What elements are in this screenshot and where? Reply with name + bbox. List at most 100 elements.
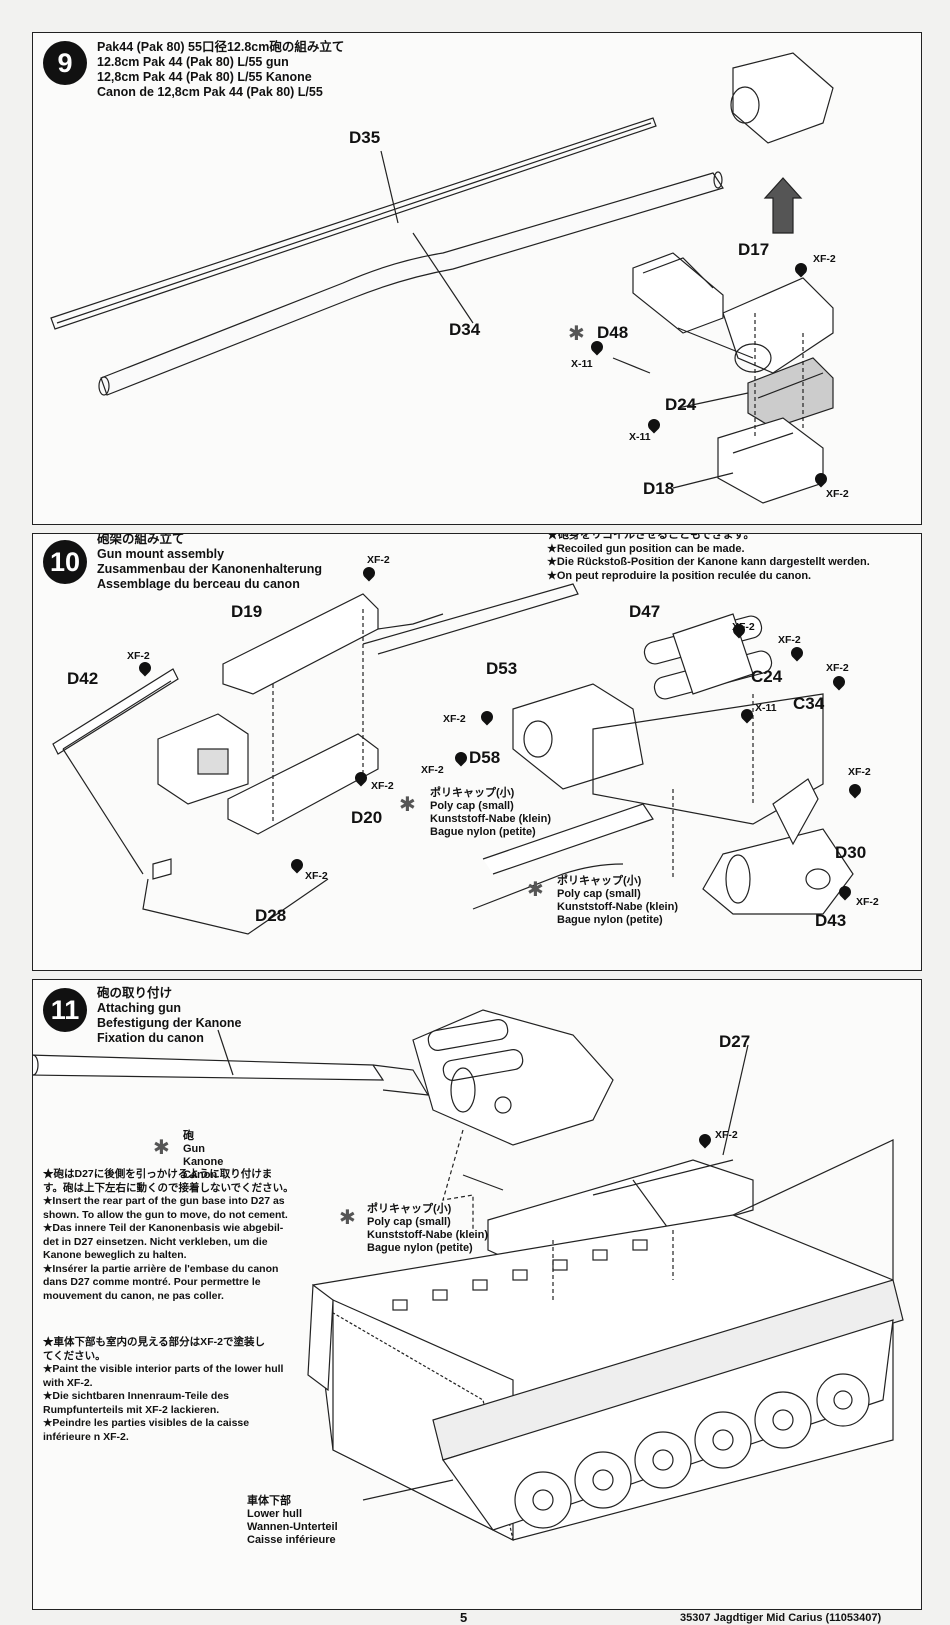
paint-code: XF-2 xyxy=(826,662,849,674)
paint-code: XF-2 xyxy=(127,650,150,662)
paint-code: XF-2 xyxy=(848,766,871,778)
gun-callout: 砲 Gun Kanone Canon xyxy=(183,1130,223,1182)
note-line: ★Die sichtbaren Innenraum-Teile des xyxy=(43,1390,230,1402)
polycap-ja: ポリキャップ(小) xyxy=(557,875,642,887)
lower-hull-callout: 車体下部 Lower hull Wannen-Unterteil Caisse … xyxy=(247,1495,338,1547)
gun-en: Gun xyxy=(183,1143,205,1155)
paint-code: XF-2 xyxy=(826,488,849,500)
part-label-d53: D53 xyxy=(486,659,518,678)
part-label-c24: C24 xyxy=(751,667,783,686)
lower-hull-de: Wannen-Unterteil xyxy=(247,1521,338,1533)
polycap-de: Kunststoff-Nabe (klein) xyxy=(367,1229,488,1241)
note-line: ★砲はD27に後側を引っかけるように取り付けま xyxy=(43,1168,273,1180)
step-11-hull-drawing xyxy=(33,1009,904,1541)
title-ja: 砲架の組み立て xyxy=(97,533,185,546)
part-label-d27: D27 xyxy=(719,1032,751,1051)
title-ja: 砲の取り付け xyxy=(97,986,173,1000)
step-10-panel: 10 砲架の組み立て Gun mount assembly Zusammenba… xyxy=(32,533,922,971)
paint-code: X-11 xyxy=(629,431,651,443)
part-label-d58: D58 xyxy=(469,748,501,767)
cement-icon: ✱ xyxy=(527,877,544,901)
step-10-gun-mount-drawing xyxy=(52,583,854,935)
note-line: す。砲は上下左右に動くので接着しないでください。 xyxy=(43,1181,294,1194)
polycap-de: Kunststoff-Nabe (klein) xyxy=(430,813,551,825)
polycap-callout: ポリキャップ(小) Poly cap (small) Kunststoff-Na… xyxy=(367,1203,488,1255)
part-label-d19: D19 xyxy=(231,602,263,621)
part-label-d24: D24 xyxy=(665,395,697,414)
kit-code: 35307 Jagdtiger Mid Carius (11053407) xyxy=(680,1612,882,1624)
part-label-d30: D30 xyxy=(835,843,867,862)
cement-icon: ✱ xyxy=(568,321,585,345)
note-line: with XF-2. xyxy=(43,1376,93,1389)
title-de: Befestigung der Kanone xyxy=(97,1016,242,1030)
paint-code: XF-2 xyxy=(443,713,466,725)
note-line: inférieure n XF-2. xyxy=(43,1430,129,1443)
step-number: 9 xyxy=(43,41,87,85)
paint-code: XF-2 xyxy=(305,870,328,882)
title-ja: Pak44 (Pak 80) 55口径12.8cm砲の組み立て xyxy=(97,40,345,54)
paint-code: X-11 xyxy=(571,358,593,370)
polycap-callout: ポリキャップ(小) Poly cap (small) Kunststoff-Na… xyxy=(557,875,678,927)
note-line: ★車体下部も室内の見える部分はXF-2で塗装し xyxy=(43,1336,265,1348)
recoil-note: ★砲身をリコイルさせることもできます。 ★Recoiled gun positi… xyxy=(547,533,870,583)
title-fr: Assemblage du berceau du canon xyxy=(97,577,300,591)
step-title: 砲架の組み立て Gun mount assembly Zusammenbau d… xyxy=(97,533,323,592)
polycap-en: Poly cap (small) xyxy=(557,888,641,900)
cement-icon: ✱ xyxy=(153,1135,170,1159)
paint-code: XF-2 xyxy=(856,896,879,908)
polycap-ja: ポリキャップ(小) xyxy=(367,1203,452,1215)
polycap-fr: Bague nylon (petite) xyxy=(557,914,663,926)
title-de: Zusammenbau der Kanonenhalterung xyxy=(97,562,323,576)
part-label-d20: D20 xyxy=(351,808,383,827)
title-en: 12.8cm Pak 44 (Pak 80) L/55 gun xyxy=(97,55,289,69)
title-fr: Canon de 12,8cm Pak 44 (Pak 80) L/55 xyxy=(97,85,323,99)
part-label-d35: D35 xyxy=(349,128,381,147)
note-en: ★Recoiled gun position can be made. xyxy=(547,542,745,555)
part-label-d48: D48 xyxy=(597,323,629,342)
note-line: ★Paint the visible interior parts of the… xyxy=(43,1363,284,1375)
part-label-d17: D17 xyxy=(738,240,770,259)
lower-hull-fr: Caisse inférieure xyxy=(247,1534,336,1546)
polycap-fr: Bague nylon (petite) xyxy=(367,1242,473,1254)
step-11-panel: 11 砲の取り付け Attaching gun Befestigung der … xyxy=(32,979,922,1610)
step-title: Pak44 (Pak 80) 55口径12.8cm砲の組み立て 12.8cm P… xyxy=(97,40,344,100)
polycap-en: Poly cap (small) xyxy=(430,800,514,812)
step-number: 10 xyxy=(43,540,87,584)
step-9-panel: 9 Pak44 (Pak 80) 55口径12.8cm砲の組み立て 12.8cm… xyxy=(32,32,922,525)
note-line: det in D27 einsetzen. Nicht verkleben, u… xyxy=(43,1235,268,1248)
part-label-d43: D43 xyxy=(815,911,847,930)
gun-fr: Canon xyxy=(183,1169,218,1181)
lower-hull-en: Lower hull xyxy=(247,1508,302,1520)
title-fr: Fixation du canon xyxy=(97,1031,204,1045)
polycap-fr: Bague nylon (petite) xyxy=(430,826,536,838)
note-line: dans D27 comme montré. Pour permettre le xyxy=(43,1276,261,1288)
note-de: ★Die Rückstoß-Position der Kanone kann d… xyxy=(547,556,870,568)
step-number: 11 xyxy=(43,988,87,1032)
cement-icon: ✱ xyxy=(339,1205,356,1229)
polycap-en: Poly cap (small) xyxy=(367,1216,451,1228)
note-line: shown. To allow the gun to move, do not … xyxy=(43,1208,288,1221)
page-number: 5 xyxy=(460,1610,468,1625)
step-9-gun-barrel-drawing xyxy=(50,52,834,504)
paint-code: XF-2 xyxy=(367,554,390,566)
part-label-d47: D47 xyxy=(629,602,661,621)
part-label-d42: D42 xyxy=(67,669,99,688)
title-en: Gun mount assembly xyxy=(97,547,225,561)
part-label-d18: D18 xyxy=(643,479,675,498)
part-label-d34: D34 xyxy=(449,320,481,339)
note-line: mouvement du canon, ne pas coller. xyxy=(43,1289,224,1302)
paint-code: XF-2 xyxy=(778,634,801,646)
paint-code: XF-2 xyxy=(371,780,394,792)
paint-code: XF-2 xyxy=(813,253,836,265)
note-line: Rumpfunterteils mit XF-2 lackieren. xyxy=(43,1403,220,1416)
note-ja: ★砲身をリコイルさせることもできます。 xyxy=(547,533,755,541)
paint-code: XF-2 xyxy=(715,1129,738,1141)
note-line: Kanone beweglich zu halten. xyxy=(43,1249,187,1261)
polycap-callout: ポリキャップ(小) Poly cap (small) Kunststoff-Na… xyxy=(430,787,551,839)
note-line: ★Insérer la partie arrière de l'embase d… xyxy=(43,1262,279,1275)
attach-note: ★砲はD27に後側を引っかけるように取り付けま す。砲は上下左右に動くので接着し… xyxy=(43,1168,294,1303)
note-line: ★Peindre les parties visibles de la cais… xyxy=(43,1417,250,1429)
paint-code: X-11 xyxy=(755,702,777,714)
paint-code: XF-2 xyxy=(732,621,755,633)
part-label-d28: D28 xyxy=(255,906,287,925)
